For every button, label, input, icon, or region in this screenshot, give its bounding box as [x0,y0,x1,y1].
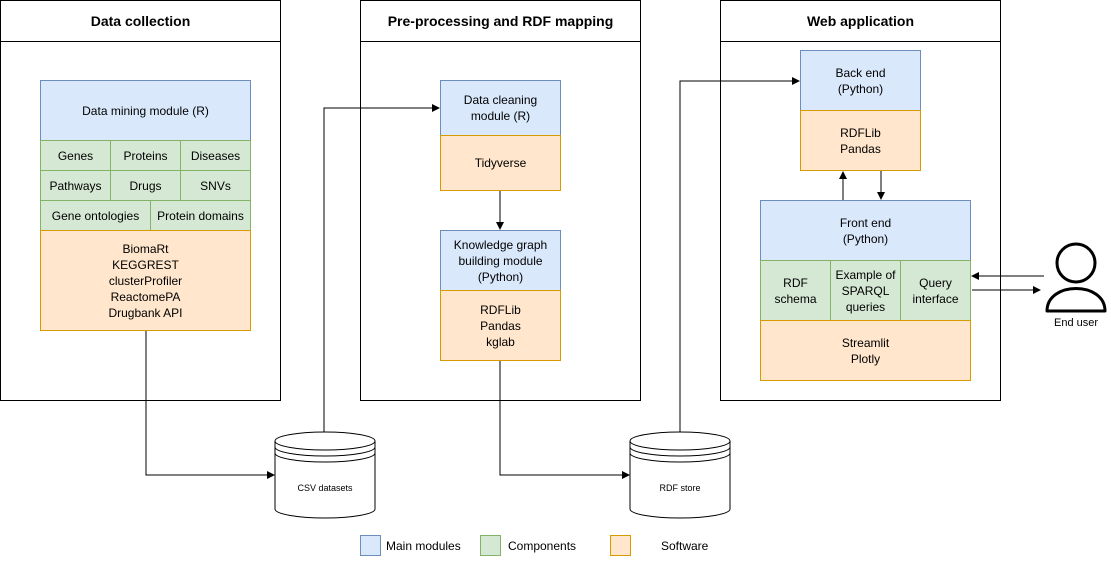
legend-swatch-main [360,535,381,556]
kg-building-module: Knowledge graph building module (Python) [440,230,561,291]
front-end-module: Front end (Python) [760,200,971,261]
back-end-software: RDFLib Pandas [800,110,921,171]
component-gene-ontologies: Gene ontologies [40,200,151,231]
arrow-mining-to-csv [145,331,275,479]
arrow-kg-to-rdf [499,361,630,479]
data-cleaning-software: Tidyverse [440,135,561,191]
data-cleaning-module: Data cleaning module (R) [440,80,561,136]
front-end-software: Streamlit Plotly [760,320,971,381]
component-sparql-examples: Example of SPARQL queries [830,260,901,321]
panel-title: Data collection [1,1,280,42]
panel-title: Pre-processing and RDF mapping [361,1,640,42]
component-snvs: SNVs [180,170,251,201]
arrow-rdf-to-backend [679,77,800,432]
panel-title: Web application [721,1,1000,42]
end-user-icon [1045,242,1107,313]
legend-label-software: Software [661,539,709,553]
legend-swatch-components [480,535,501,556]
data-mining-software: BiomaRt KEGGREST clusterProfiler Reactom… [40,230,251,331]
rdf-store-database [629,431,731,519]
kg-building-software: RDFLib Pandas kglab [440,290,561,361]
legend-label-main: Main modules [386,539,461,553]
legend-label-components: Components [508,539,577,553]
component-drugs: Drugs [110,170,181,201]
csv-datasets-database [274,431,376,519]
legend-swatch-software [610,535,631,556]
component-proteins: Proteins [110,140,181,171]
csv-datasets-label: CSV datasets [297,483,353,493]
component-genes: Genes [40,140,111,171]
end-user-label: End user [1053,317,1099,329]
component-pathways: Pathways [40,170,111,201]
component-rdf-schema: RDF schema [760,260,831,321]
component-protein-domains: Protein domains [150,200,251,231]
rdf-store-label: RDF store [659,483,701,493]
arrow-csv-to-cleaning [323,104,440,432]
